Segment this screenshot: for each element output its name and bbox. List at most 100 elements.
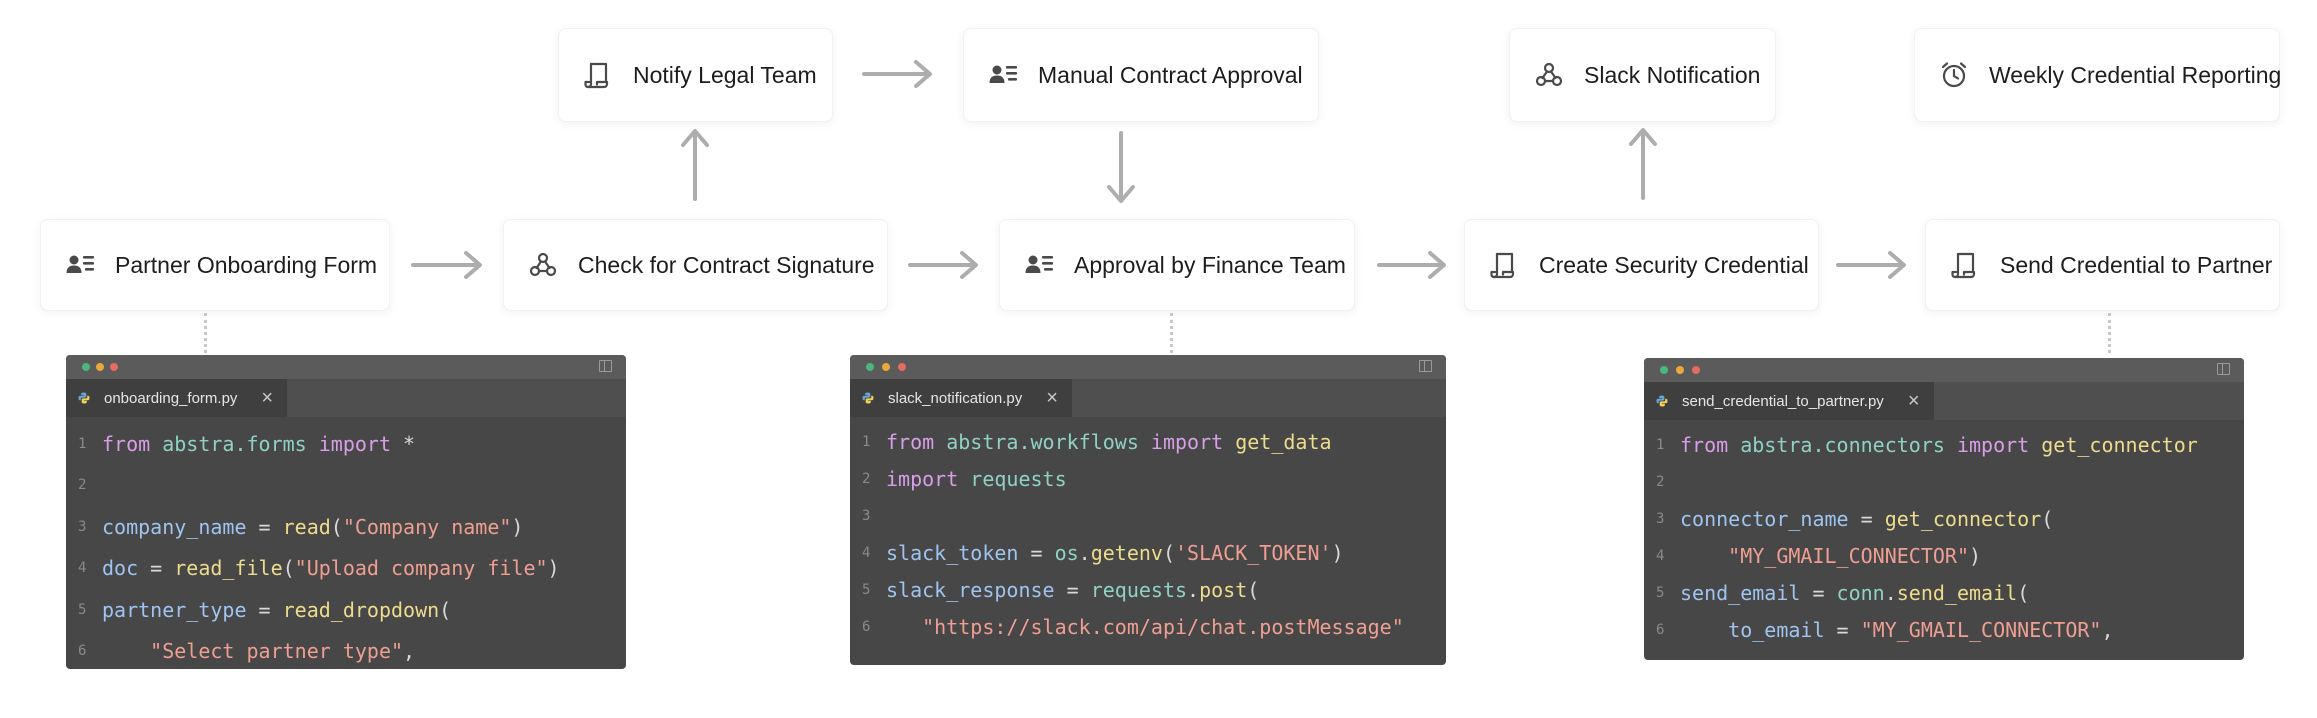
close-icon[interactable]: × [261, 387, 274, 409]
traffic-light-green[interactable] [82, 363, 90, 371]
code-token: = [246, 514, 283, 539]
code-line: 4 "MY_GMAIL_CONNECTOR") [1644, 537, 2244, 574]
code-token [1945, 433, 1957, 457]
code-token: , [2101, 617, 2114, 642]
code-token: , [403, 639, 416, 664]
alarm-clock-icon [1939, 60, 1969, 90]
code-token: ) [511, 514, 524, 539]
traffic-light-green[interactable] [1660, 366, 1668, 374]
editor-filename: send_credential_to_partner.py [1682, 392, 1884, 410]
line-number: 6 [1656, 621, 1665, 638]
line-number: 3 [78, 518, 87, 535]
code-token [1728, 433, 1740, 457]
code-token: abstra.workflows [946, 429, 1139, 454]
line-number: 4 [1656, 547, 1665, 564]
editor-titlebar [1644, 358, 2244, 382]
code-token: import [1956, 432, 2030, 457]
code-token: get_connector [2041, 432, 2198, 457]
python-icon [78, 392, 90, 404]
code-token: doc [102, 556, 139, 581]
traffic-light-green[interactable] [866, 363, 874, 371]
node-approval-finance-team[interactable]: Approval by Finance Team [999, 219, 1355, 311]
code-token: read [282, 514, 331, 539]
node-label: Partner Onboarding Form [115, 251, 378, 278]
editor-filename: slack_notification.py [888, 389, 1023, 407]
code-token: "Upload company file" [294, 556, 548, 581]
arrow-up [1629, 128, 1657, 200]
code-token: post [1199, 577, 1248, 602]
node-label: Send Credential to Partner [2000, 251, 2273, 278]
code-token: abstra.forms [162, 431, 307, 456]
python-icon [862, 392, 874, 404]
code-token [886, 615, 922, 639]
split-view-icon[interactable] [599, 360, 612, 372]
editor-tab[interactable]: onboarding_form.py × [66, 379, 288, 417]
traffic-light-yellow[interactable] [882, 363, 890, 371]
node-partner-onboarding-form[interactable]: Partner Onboarding Form [40, 219, 390, 311]
code-token: ( [439, 597, 452, 622]
editor-tab[interactable]: send_credential_to_partner.py × [1644, 382, 1934, 420]
code-token: = [1800, 580, 1837, 605]
node-notify-legal-team[interactable]: Notify Legal Team [558, 28, 833, 122]
traffic-light-red[interactable] [898, 363, 906, 371]
code-token: ( [282, 556, 295, 581]
traffic-light-red[interactable] [110, 363, 118, 371]
arrow-right [1836, 251, 1906, 279]
line-number: 5 [1656, 584, 1665, 601]
code-token: getenv [1090, 540, 1163, 565]
node-slack-notification[interactable]: Slack Notification [1509, 28, 1776, 122]
form-icon [1024, 250, 1054, 280]
split-view-icon[interactable] [1419, 360, 1432, 372]
line-number: 6 [862, 618, 871, 635]
close-icon[interactable]: × [1046, 387, 1058, 409]
code-token [150, 432, 162, 456]
form-icon [988, 60, 1018, 90]
traffic-light-yellow[interactable] [96, 363, 104, 371]
code-token: from [1680, 432, 1729, 457]
code-token [958, 467, 970, 491]
code-token: requests [970, 466, 1067, 491]
code-token: = [1848, 506, 1885, 531]
line-number: 1 [1656, 436, 1665, 453]
code-token: = [1824, 617, 1861, 642]
code-token: = [138, 556, 175, 581]
node-label: Slack Notification [1584, 61, 1761, 88]
node-create-security-credential[interactable]: Create Security Credential [1464, 219, 1819, 311]
split-view-icon[interactable] [2217, 363, 2230, 375]
node-label: Create Security Credential [1539, 251, 1809, 278]
code-token: send_email [1896, 580, 2018, 605]
code-line: 3 [850, 497, 1446, 534]
traffic-light-red[interactable] [1692, 366, 1700, 374]
node-manual-contract-approval[interactable]: Manual Contract Approval [963, 28, 1319, 122]
code-token: partner_type [102, 597, 247, 622]
code-token: = [1018, 540, 1055, 565]
line-number: 3 [1656, 510, 1665, 527]
arrow-right [1377, 251, 1446, 279]
code-token: "MY_GMAIL_CONNECTOR" [1860, 617, 2102, 642]
node-weekly-credential-reporting[interactable]: Weekly Credential Reporting [1914, 28, 2281, 122]
dotted-connector [204, 313, 207, 353]
line-number: 6 [78, 643, 87, 660]
code-token: . [1078, 540, 1091, 565]
node-send-credential-partner[interactable]: Send Credential to Partner [1925, 219, 2280, 311]
arrow-right [862, 60, 932, 88]
code-line: 2 [66, 465, 626, 507]
close-icon[interactable]: × [1907, 390, 1920, 412]
node-check-contract-signature[interactable]: Check for Contract Signature [503, 219, 888, 311]
code-token: get_connector [1884, 506, 2042, 531]
code-token: "Company name" [342, 514, 512, 539]
editor-tab[interactable]: slack_notification.py × [850, 379, 1072, 417]
form-icon [65, 250, 95, 280]
arrow-up [681, 129, 709, 201]
code-token: import [886, 466, 959, 491]
line-number: 4 [78, 560, 87, 577]
webhook-icon [1534, 60, 1564, 90]
line-number: 2 [78, 477, 87, 494]
traffic-light-yellow[interactable] [1676, 366, 1684, 374]
code-token: ) [1969, 543, 1982, 568]
